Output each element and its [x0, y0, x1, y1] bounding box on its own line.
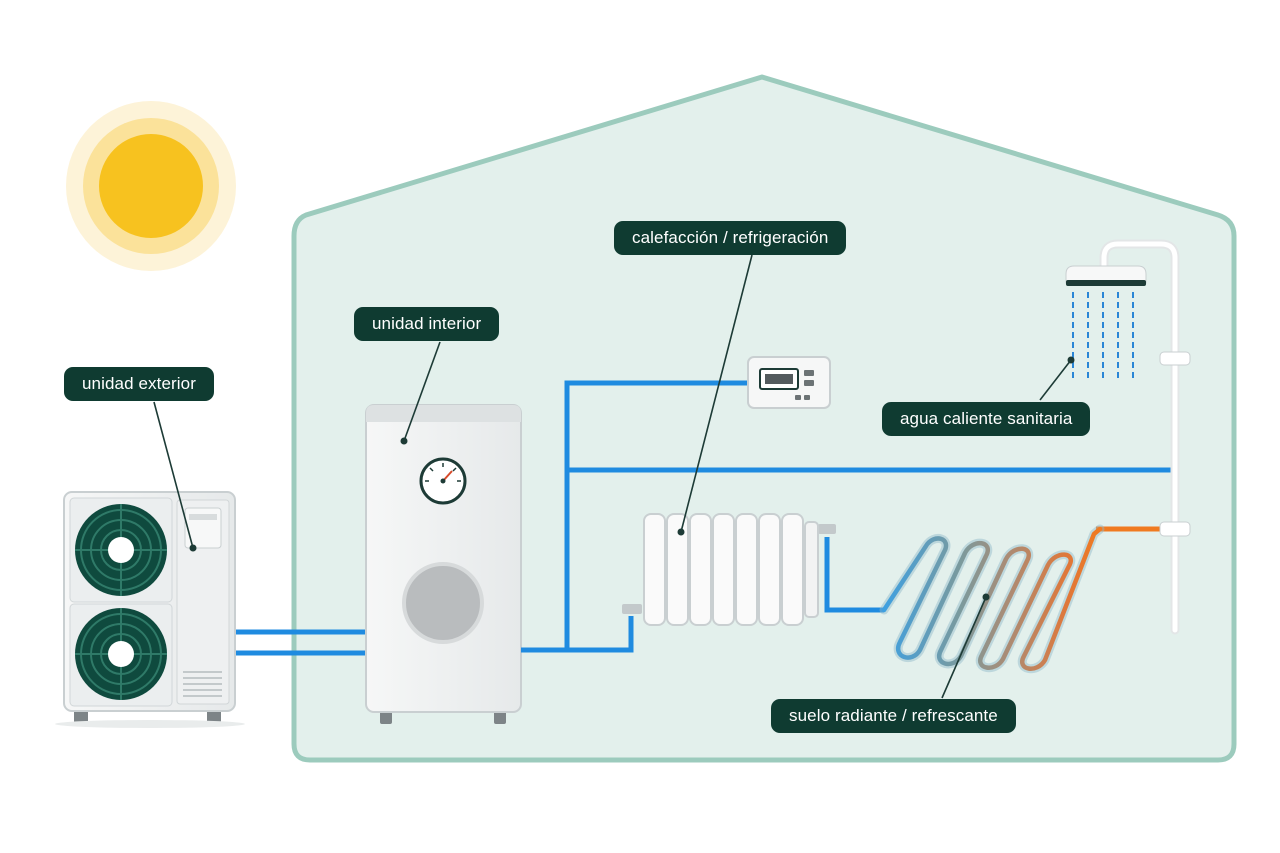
- thermostat-icon: [747, 356, 831, 409]
- label-calefaccion-refrigeracion: calefacción / refrigeración: [614, 221, 847, 255]
- label-unidad-interior: unidad interior: [354, 307, 500, 341]
- outdoor-unit-icon: [55, 491, 245, 728]
- label-unidad-exterior: unidad exterior: [64, 367, 214, 401]
- leader-dots: [189, 356, 1075, 601]
- fan-bottom: [75, 608, 167, 700]
- underfloor-heating-icon: [879, 524, 1105, 674]
- indoor-unit-icon: [365, 404, 522, 724]
- sun-icon: [66, 101, 236, 271]
- radiator-icon: [622, 513, 836, 626]
- label-suelo-radiante-refrescante: suelo radiante / refrescante: [771, 699, 1016, 733]
- pressure-gauge-icon: [419, 457, 467, 505]
- house-outline: [291, 74, 1237, 763]
- refrigerant-pipes: [236, 629, 368, 656]
- callout-leaders: [153, 254, 1072, 699]
- label-agua-caliente-sanitaria: agua caliente sanitaria: [882, 402, 1091, 436]
- fan-top: [75, 504, 167, 596]
- shower-icon: [1065, 239, 1191, 635]
- water-pipes: [521, 380, 1175, 653]
